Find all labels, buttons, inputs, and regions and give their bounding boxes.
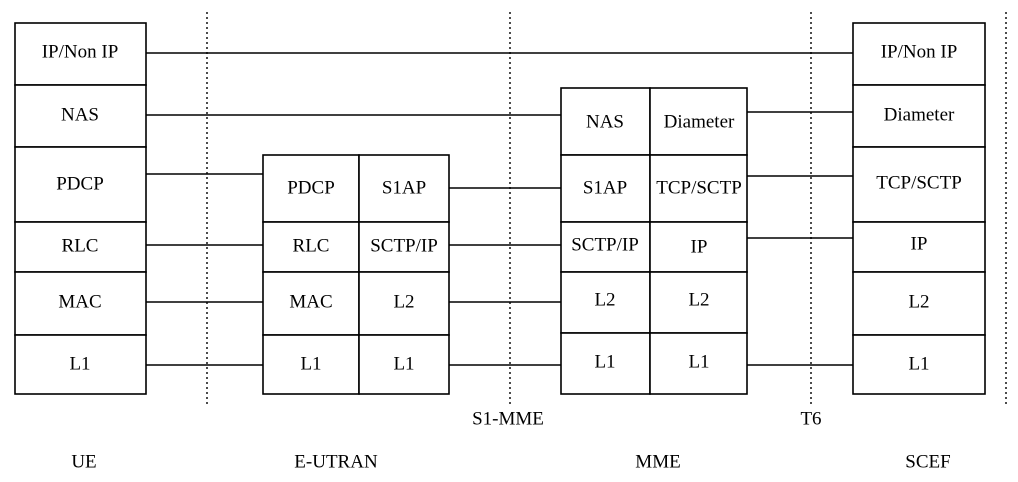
ue-label-l1: L1 <box>69 353 90 374</box>
mme-label-l1-left: L1 <box>594 351 615 372</box>
mme-label-sctp-ip: SCTP/IP <box>571 234 639 255</box>
mme-label-l1-right: L1 <box>688 351 709 372</box>
mme-layer-s1ap <box>560 154 651 223</box>
ue-label-rlc: RLC <box>62 235 99 256</box>
ue-label-pdcp: PDCP <box>56 173 104 194</box>
scef-layer-tcp-sctp <box>852 146 986 223</box>
eutran-label-sctp-ip: SCTP/IP <box>370 235 438 256</box>
eutran-label-l1-right: L1 <box>393 353 414 374</box>
scef-label-l1: L1 <box>908 353 929 374</box>
node-label-mme: MME <box>635 451 680 472</box>
mme-stack: NAS S1AP SCTP/IP L2 L1 Diameter TCP/SCTP… <box>560 87 748 395</box>
eutran-layer-l1-right <box>358 334 450 395</box>
ue-label-ipnonip: IP/Non IP <box>42 41 119 62</box>
eutran-label-l2: L2 <box>393 291 414 312</box>
ue-layer-pdcp <box>14 146 147 223</box>
eutran-layer-l2 <box>358 271 450 336</box>
mme-layer-l2-left <box>560 271 651 334</box>
eutran-label-s1ap: S1AP <box>382 177 426 198</box>
mme-layer-tcp-sctp <box>649 154 748 223</box>
scef-label-l2: L2 <box>908 291 929 312</box>
eutran-layer-l1-left <box>262 334 360 395</box>
mme-label-l2-left: L2 <box>594 289 615 310</box>
interface-label-t6: T6 <box>800 408 821 429</box>
ue-layer-mac <box>14 271 147 336</box>
scef-layer-l1 <box>852 334 986 395</box>
mme-layer-l2-right <box>649 271 748 334</box>
ue-stack: IP/Non IP NAS PDCP RLC MAC L1 <box>14 22 147 395</box>
ue-label-nas: NAS <box>61 104 99 125</box>
scef-label-ipnonip: IP/Non IP <box>881 41 958 62</box>
mme-label-ip: IP <box>691 236 708 257</box>
ue-layer-l1 <box>14 334 147 395</box>
scef-label-diameter: Diameter <box>884 104 955 125</box>
eutran-label-pdcp: PDCP <box>287 177 335 198</box>
scef-label-ip: IP <box>911 233 928 254</box>
mme-layer-sctp-ip <box>560 221 651 273</box>
eutran-label-mac: MAC <box>289 291 332 312</box>
ue-layer-rlc <box>14 221 147 273</box>
mme-label-l2-right: L2 <box>688 289 709 310</box>
mme-label-s1ap: S1AP <box>583 177 627 198</box>
ue-label-mac: MAC <box>58 291 101 312</box>
mme-label-tcp-sctp: TCP/SCTP <box>656 177 742 198</box>
node-label-ue: UE <box>71 451 96 472</box>
eutran-stack: PDCP RLC MAC L1 S1AP SCTP/IP L2 L1 <box>262 154 450 395</box>
mme-layer-nas <box>560 87 651 156</box>
scef-label-tcp-sctp: TCP/SCTP <box>876 172 962 193</box>
scef-layer-ipnonip <box>852 22 986 86</box>
node-label-eutran: E-UTRAN <box>294 451 378 472</box>
eutran-label-rlc: RLC <box>293 235 330 256</box>
ue-layer-nas <box>14 84 147 148</box>
eutran-label-l1-left: L1 <box>300 353 321 374</box>
node-label-scef: SCEF <box>905 451 950 472</box>
mme-label-diameter: Diameter <box>664 111 735 132</box>
interface-label-s1-mme: S1-MME <box>472 408 544 429</box>
mme-layer-l1-right <box>649 332 748 395</box>
eutran-layer-mac <box>262 271 360 336</box>
scef-stack: IP/Non IP Diameter TCP/SCTP IP L2 L1 <box>852 22 986 395</box>
mme-label-nas: NAS <box>586 111 624 132</box>
eutran-layer-sctp-ip <box>358 221 450 273</box>
ue-layer-ipnonip <box>14 22 147 86</box>
